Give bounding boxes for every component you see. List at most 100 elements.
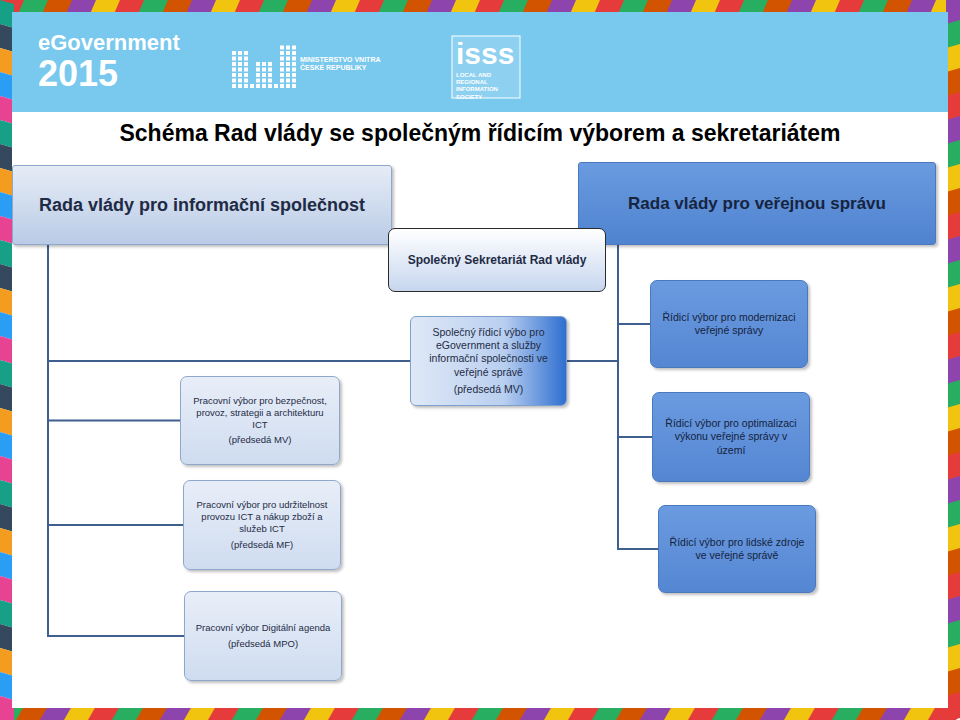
- logo-dot: [292, 57, 296, 61]
- working-committee-box: Pracovní výbor pro udržitelnost provozu …: [183, 480, 341, 570]
- logo-dot: [238, 62, 242, 66]
- mosaic-tile: [0, 528, 14, 556]
- ministry-logo: [232, 46, 296, 89]
- logo-dot: [262, 84, 266, 88]
- mosaic-tile: [0, 480, 14, 508]
- mosaic-tile: [0, 648, 14, 676]
- logo-dot: [280, 84, 284, 88]
- mosaic-tile: [0, 288, 14, 316]
- secretariat-box: Společný Sekretariát Rad vlády: [388, 228, 606, 292]
- logo-dot: [280, 68, 284, 72]
- logo-dot: [244, 84, 248, 88]
- chair-note: (předsedá MF): [231, 539, 293, 551]
- logo-dot: [280, 46, 284, 50]
- logo-dot: [256, 84, 260, 88]
- logo-dot: [244, 73, 248, 77]
- mosaic-tile: [0, 672, 14, 700]
- logo-dot: [232, 57, 236, 61]
- logo-dot: [256, 79, 260, 83]
- mosaic-tile: [0, 0, 14, 28]
- mosaic-tile: [0, 96, 14, 124]
- logo-dot: [280, 62, 284, 66]
- box-text: Rada vlády pro veřejnou správu: [628, 193, 886, 214]
- mosaic-tile: [0, 624, 14, 652]
- logo-dot: [262, 62, 266, 66]
- mosaic-tile: [946, 692, 960, 720]
- logo-dot: [286, 84, 290, 88]
- isss-subtitle: LOCAL AND REGIONAL INFORMATION SOCIETY: [456, 72, 518, 101]
- logo-dot: [292, 46, 296, 50]
- logo-dot: [268, 73, 272, 77]
- ministry-name: MINISTERSTVO VNITRA ČESKÉ REPUBLIKY: [300, 56, 396, 73]
- working-committee-box: Pracovní výbor Digitální agenda (předsedá…: [184, 591, 342, 681]
- mosaic-tile: [0, 432, 14, 460]
- box-text: Společný Sekretariát Rad vlády: [408, 253, 587, 268]
- logo-dot: [268, 79, 272, 83]
- logo-dot: [238, 68, 242, 72]
- connector: [48, 245, 410, 361]
- logo-dot: [244, 62, 248, 66]
- mosaic-tile: [0, 456, 14, 484]
- logo-dot: [232, 84, 236, 88]
- logo-dot: [280, 79, 284, 83]
- logo-dot: [292, 73, 296, 77]
- steering-committee-box: Řídicí výbor pro modernizaci veřejné spr…: [650, 280, 808, 368]
- connector: [48, 245, 184, 636]
- chair-note: (předsedá MV): [454, 383, 523, 396]
- connector: [48, 245, 180, 421]
- logo-dot: [286, 79, 290, 83]
- logo-dot: [232, 62, 236, 66]
- logo-dot: [292, 62, 296, 66]
- connector: [618, 245, 650, 324]
- logo-dot: [238, 57, 242, 61]
- logo-dot: [238, 51, 242, 55]
- mosaic-tile: [0, 360, 14, 388]
- box-text: Společný řídicí výbo pro eGovernment a s…: [419, 326, 558, 379]
- steering-committee-box: Řídicí výbor pro optimalizaci výkonu veř…: [652, 392, 810, 482]
- logo-dot: [280, 73, 284, 77]
- box-text: Pracovní výbor pro bezpečnost, provoz, s…: [189, 395, 331, 431]
- logo-dot: [292, 51, 296, 55]
- mosaic-tile: [0, 504, 14, 532]
- logo-dot: [268, 84, 272, 88]
- mosaic-tile: [0, 696, 14, 720]
- steering-committee-box: Společný řídicí výbo pro eGovernment a s…: [410, 316, 567, 406]
- mosaic-tile: [0, 384, 14, 412]
- connector: [48, 245, 183, 525]
- logo-dot: [232, 73, 236, 77]
- logo-dot: [286, 51, 290, 55]
- logo-dot: [286, 68, 290, 72]
- mosaic-tile: [0, 240, 14, 268]
- mosaic-tile: [0, 120, 14, 148]
- white-panel: [12, 12, 948, 708]
- logo-dot: [280, 57, 284, 61]
- chair-note: (předsedá MV): [229, 434, 292, 446]
- mosaic-tile: [0, 24, 14, 52]
- diagram-title: Schéma Rad vlády se společným řídicím vý…: [0, 120, 960, 147]
- logo-dot: [244, 57, 248, 61]
- mosaic-tile: [0, 336, 14, 364]
- council-box: Rada vlády pro informační společnost: [12, 165, 392, 245]
- logo-dot: [292, 84, 296, 88]
- logo-dot: [256, 73, 260, 77]
- box-text: Řídicí výbor pro lidské zdroje ve veřejn…: [667, 536, 807, 562]
- logo-dot: [244, 68, 248, 72]
- logo-dot: [280, 51, 284, 55]
- logo-dot: [238, 84, 242, 88]
- mosaic-tile: [0, 72, 14, 100]
- council-box: Rada vlády pro veřejnou správu: [578, 162, 936, 245]
- logo-dot: [286, 57, 290, 61]
- logo-dot: [238, 79, 242, 83]
- logo-dot: [274, 84, 278, 88]
- logo-dot: [250, 84, 254, 88]
- box-text: Pracovní výbor Digitální agenda: [196, 622, 331, 634]
- logo-dot: [262, 73, 266, 77]
- mosaic-tile: [0, 552, 14, 580]
- logo-dot: [256, 68, 260, 72]
- chair-note: (předsedá MPO): [228, 638, 298, 650]
- logo-dot: [256, 62, 260, 66]
- isss-logo-text: isss: [456, 36, 514, 72]
- mosaic-tile: [0, 312, 14, 340]
